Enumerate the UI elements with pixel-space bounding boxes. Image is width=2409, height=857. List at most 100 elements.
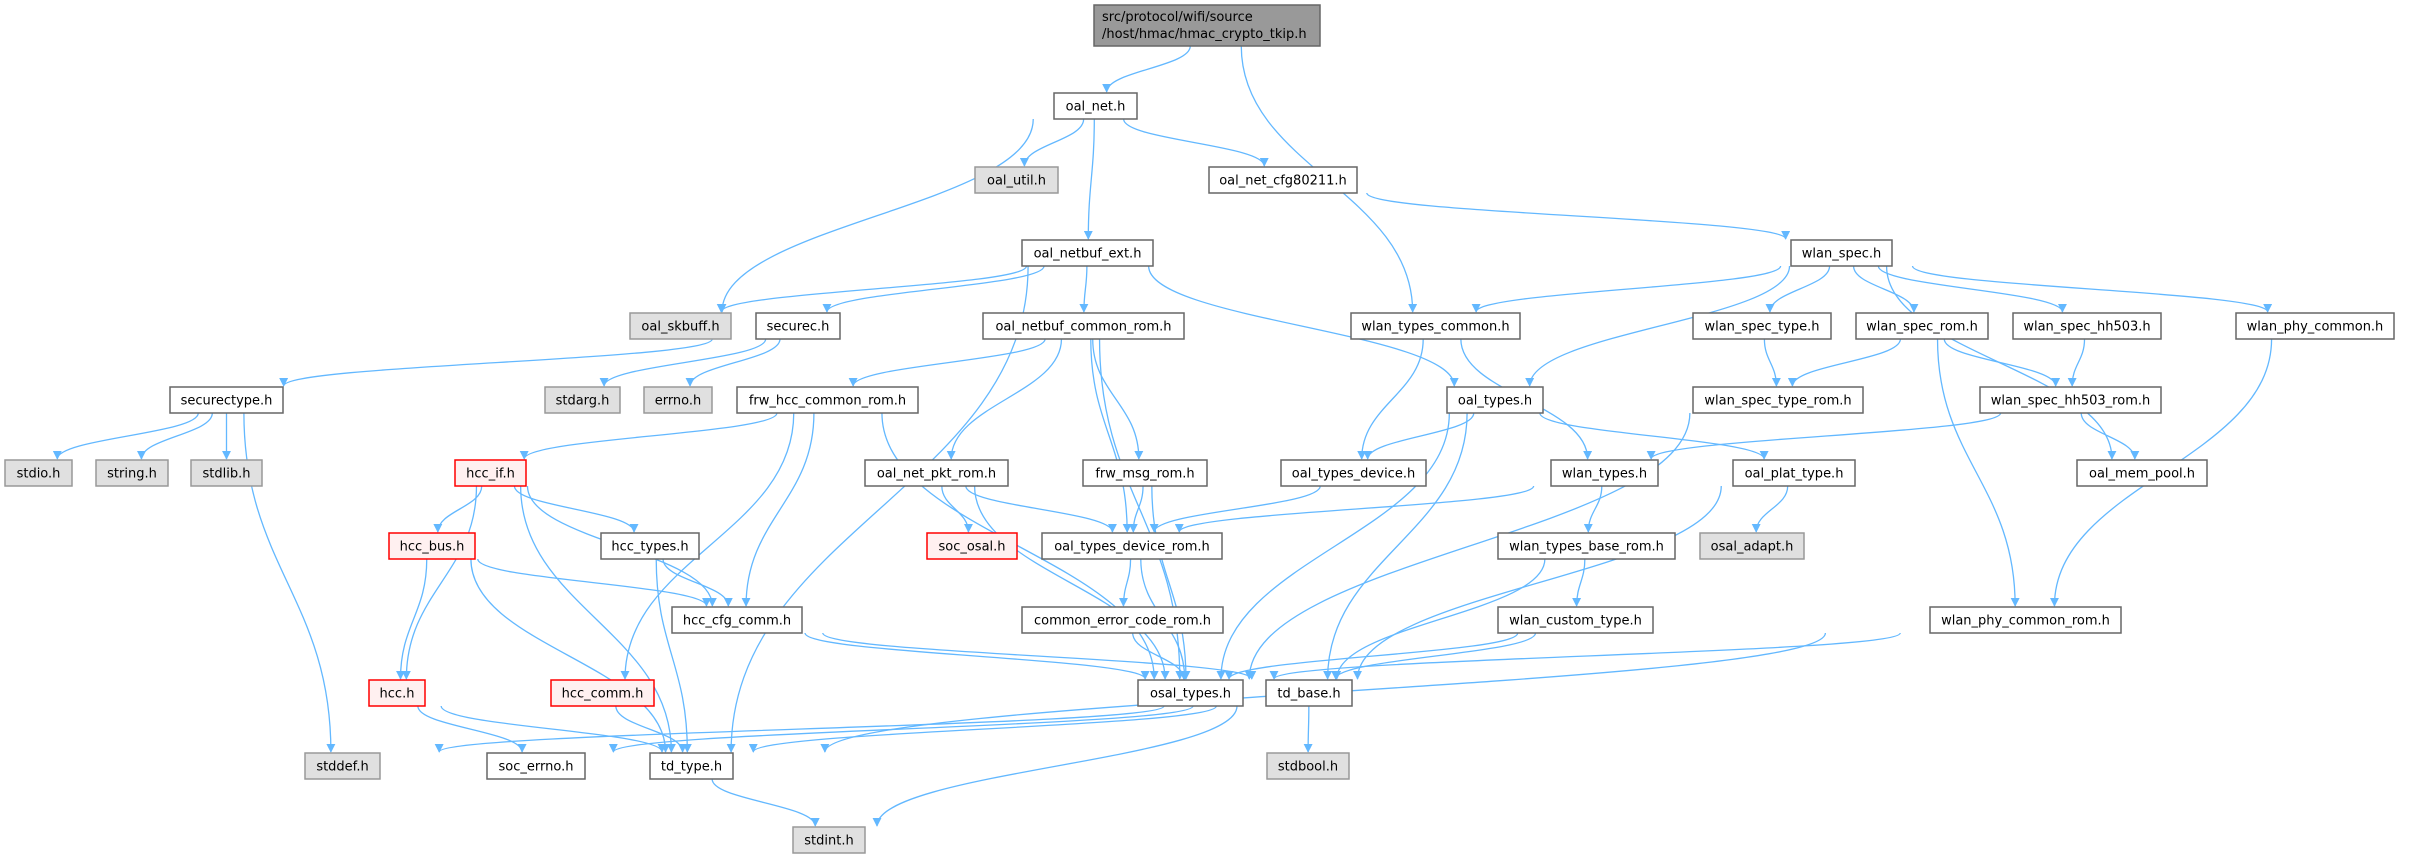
node-soc-errno-h[interactable]: soc_errno.h <box>486 752 586 780</box>
node-hcc-types-h[interactable]: hcc_types.h <box>600 532 700 560</box>
node-wlan-types-common-h[interactable]: wlan_types_common.h <box>1350 312 1521 340</box>
edge-td-type-h-to-stdint-h <box>711 778 820 827</box>
edge-oal-net-cfg80211-h-to-wlan-spec-h <box>1366 192 1790 240</box>
node-box <box>1855 312 1989 340</box>
node-label: wlan_spec_hh503.h <box>2023 320 2150 335</box>
node-wlan-spec-h[interactable]: wlan_spec.h <box>1790 239 1893 267</box>
edge-wlan-spec-hh503-rom-h-to-wlan-types-h <box>1646 412 2002 460</box>
edge-hcc-bus-h-to-hcc-h <box>396 558 428 680</box>
node-td-base-h[interactable]: td_base.h <box>1265 679 1353 707</box>
edge-oal-netbuf-common-rom-h-to-frw-hcc-common-rom-h <box>848 338 1046 387</box>
node-box <box>982 312 1185 340</box>
edge-hcc-comm-h-to-td-type-h <box>615 705 688 753</box>
node-wlan-spec-type-h[interactable]: wlan_spec_type.h <box>1692 312 1832 340</box>
node-label: wlan_spec_type.h <box>1704 320 1819 335</box>
node-label: soc_errno.h <box>499 760 574 775</box>
edge-oal-netbuf-ext-h-to-securec-h <box>822 265 1045 313</box>
node-oal-types-h[interactable]: oal_types.h <box>1446 386 1544 414</box>
node-osal-adapt-h: osal_adapt.h <box>1699 532 1805 560</box>
node-td-type-h[interactable]: td_type.h <box>649 752 734 780</box>
edge-wlan-spec-h-to-wlan-spec-type-h <box>1765 265 1831 313</box>
node-stdlib-h: stdlib.h <box>190 459 263 487</box>
node-oal-types-device-rom-h[interactable]: oal_types_device_rom.h <box>1041 532 1223 560</box>
node-common-error-code-rom-h[interactable]: common_error_code_rom.h <box>1021 606 1224 634</box>
node-box <box>1732 459 1856 487</box>
node-wlan-spec-rom-h[interactable]: wlan_spec_rom.h <box>1855 312 1989 340</box>
node-root[interactable]: src/protocol/wifi/source/host/hmac/hmac_… <box>1093 4 1321 47</box>
node-label: common_error_code_rom.h <box>1034 614 1211 629</box>
node-box <box>550 679 655 707</box>
node-label: wlan_phy_common_rom.h <box>1941 614 2110 629</box>
node-hcc-comm-h[interactable]: hcc_comm.h <box>550 679 655 707</box>
node-box <box>1446 386 1544 414</box>
node-box <box>629 312 732 340</box>
node-securectype-h[interactable]: securectype.h <box>169 386 284 414</box>
edge-hcc-cfg-comm-h-to-osal-types-h <box>804 632 1150 680</box>
node-oal-netbuf-ext-h[interactable]: oal_netbuf_ext.h <box>1021 239 1154 267</box>
edge-wlan-types-h-to-oal-types-device-rom-h <box>1174 485 1535 533</box>
edge-hcc-if-h-to-hcc-types-h <box>513 485 639 533</box>
node-label: stdbool.h <box>1278 760 1338 775</box>
node-box <box>926 532 1018 560</box>
node-label: osal_adapt.h <box>1711 540 1794 555</box>
edge-oal-net-h-to-oal-skbuff-h <box>717 118 1034 313</box>
node-label: stdint.h <box>804 834 853 849</box>
node-label: td_type.h <box>661 760 722 775</box>
node-wlan-custom-type-h[interactable]: wlan_custom_type.h <box>1497 606 1654 634</box>
node-osal-types-h[interactable]: osal_types.h <box>1137 679 1244 707</box>
edge-wlan-spec-type-rom-h-to-osal-types-h <box>1244 412 1691 680</box>
node-hcc-cfg-comm-h[interactable]: hcc_cfg_comm.h <box>671 606 803 634</box>
node-label: wlan_spec_rom.h <box>1866 320 1978 335</box>
node-box <box>2235 312 2395 340</box>
node-wlan-spec-hh503-rom-h[interactable]: wlan_spec_hh503_rom.h <box>1979 386 2162 414</box>
node-securec-h[interactable]: securec.h <box>755 312 841 340</box>
edge-oal-net-pkt-rom-h-to-soc-osal-h <box>941 485 973 533</box>
node-wlan-phy-common-h[interactable]: wlan_phy_common.h <box>2235 312 2395 340</box>
node-frw-msg-rom-h[interactable]: frw_msg_rom.h <box>1082 459 1208 487</box>
node-soc-osal-h[interactable]: soc_osal.h <box>926 532 1018 560</box>
node-wlan-spec-hh503-h[interactable]: wlan_spec_hh503.h <box>2012 312 2162 340</box>
node-oal-mem-pool-h[interactable]: oal_mem_pool.h <box>2076 459 2208 487</box>
node-oal-plat-type-h[interactable]: oal_plat_type.h <box>1732 459 1856 487</box>
node-oal-net-pkt-rom-h[interactable]: oal_net_pkt_rom.h <box>864 459 1009 487</box>
edge-oal-netbuf-ext-h-to-oal-types-h <box>1147 265 1459 387</box>
node-label: oal_types.h <box>1458 394 1532 409</box>
node-box <box>1021 606 1224 634</box>
node-label: hcc_bus.h <box>400 540 465 555</box>
node-box <box>1929 606 2122 634</box>
node-label: oal_skbuff.h <box>641 320 719 335</box>
node-box <box>1350 312 1521 340</box>
node-box <box>1280 459 1427 487</box>
node-box <box>1093 4 1321 47</box>
node-oal-netbuf-common-rom-h[interactable]: oal_netbuf_common_rom.h <box>982 312 1185 340</box>
node-wlan-phy-common-rom-h[interactable]: wlan_phy_common_rom.h <box>1929 606 2122 634</box>
node-hcc-bus-h[interactable]: hcc_bus.h <box>388 532 476 560</box>
node-hcc-h[interactable]: hcc.h <box>368 679 426 707</box>
node-wlan-types-h[interactable]: wlan_types.h <box>1550 459 1659 487</box>
node-label: oal_netbuf_common_rom.h <box>995 320 1171 335</box>
node-oal-types-device-h[interactable]: oal_types_device.h <box>1280 459 1427 487</box>
node-label: wlan_types.h <box>1562 467 1647 482</box>
edge-common-error-code-rom-h-to-osal-types-h <box>1132 632 1189 680</box>
edge-wlan-types-base-rom-h-to-wlan-custom-type-h <box>1572 558 1586 607</box>
node-wlan-types-base-rom-h[interactable]: wlan_types_base_rom.h <box>1497 532 1676 560</box>
edge-wlan-spec-hh503-h-to-wlan-spec-hh503-rom-h <box>2067 338 2086 387</box>
node-box <box>755 312 841 340</box>
edge-wlan-spec-rom-h-to-wlan-spec-type-rom-h <box>1787 338 1902 387</box>
node-oal-net-cfg80211-h[interactable]: oal_net_cfg80211.h <box>1208 166 1358 194</box>
node-label: soc_osal.h <box>938 540 1005 555</box>
node-wlan-spec-type-rom-h[interactable]: wlan_spec_type_rom.h <box>1692 386 1864 414</box>
edge-wlan-custom-type-h-to-td-base-h <box>1331 632 1537 680</box>
node-label: securec.h <box>767 320 830 335</box>
node-frw-hcc-common-rom-h[interactable]: frw_hcc_common_rom.h <box>736 386 919 414</box>
node-label: wlan_types_base_rom.h <box>1509 540 1664 555</box>
node-hcc-if-h[interactable]: hcc_if.h <box>454 459 527 487</box>
node-label: wlan_phy_common.h <box>2247 320 2384 335</box>
node-label: oal_types_device.h <box>1292 467 1415 482</box>
edge-wlan-spec-rom-h-to-wlan-spec-hh503-rom-h <box>1943 338 2061 387</box>
edge-oal-types-h-to-osal-types-h <box>1216 412 1450 680</box>
node-oal-skbuff-h: oal_skbuff.h <box>629 312 732 340</box>
node-box <box>1550 459 1659 487</box>
node-oal-net-h[interactable]: oal_net.h <box>1053 92 1138 120</box>
